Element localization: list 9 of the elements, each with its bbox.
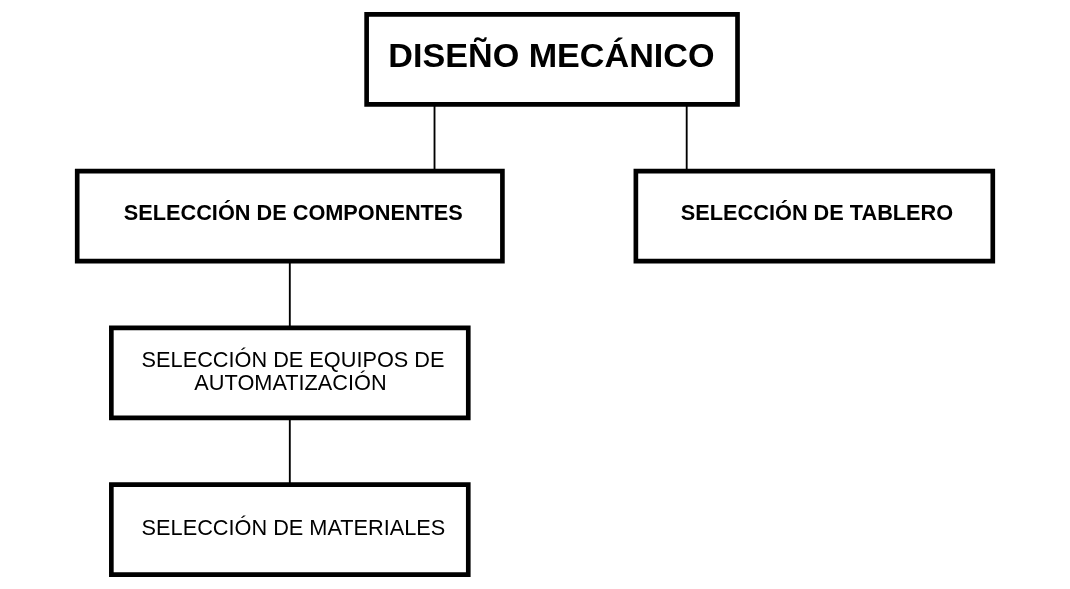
node-box: SELECCIÓN DE COMPONENTES <box>74 168 505 264</box>
node-box: SELECCIÓN DE TABLERO <box>633 168 996 264</box>
node-box: DISEÑO MECÁNICO <box>364 12 740 107</box>
connector <box>288 260 291 329</box>
node-box: SELECCIÓN DE MATERIALES <box>109 482 471 577</box>
connector <box>288 417 291 486</box>
connector <box>433 103 436 172</box>
connector <box>685 103 688 172</box>
node-box: SELECCIÓN DE EQUIPOS DE AUTOMATIZACIÓN <box>109 325 471 421</box>
